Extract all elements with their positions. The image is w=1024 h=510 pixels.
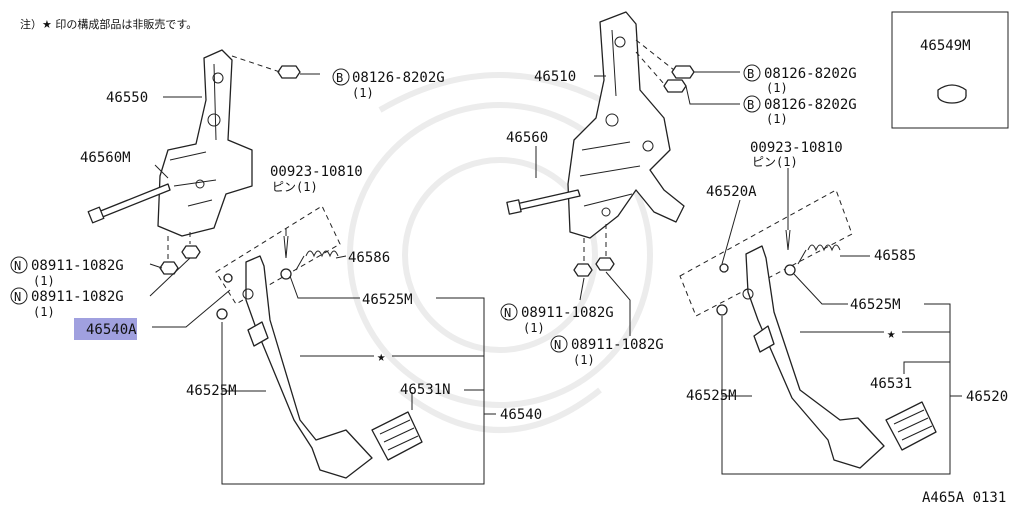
qty-08126-8202G-c: (1) [766,112,788,126]
label-46560[interactable]: 46560 [506,130,548,146]
highlight-46540A [74,318,137,340]
callout-letter-n: N [554,338,561,352]
label-46525M-b[interactable]: 46525M [186,383,237,399]
qty-08911-1082G-c: (1) [523,321,545,335]
label-46525M-a[interactable]: 46525M [362,292,413,308]
label-08126-8202G-b[interactable]: 08126-8202G [764,66,857,82]
star-marker-right: ★ [887,326,896,342]
label-08911-1082G-a[interactable]: 08911-1082G [31,258,124,274]
label-46549M[interactable]: 46549M [920,38,971,54]
callout-circle-b [332,68,350,86]
label-46520[interactable]: 46520 [966,389,1008,405]
watermark-crest [347,72,653,433]
label-46586[interactable]: 46586 [348,250,390,266]
callout-circle-n [10,256,28,274]
qty-08126-8202G-b: (1) [766,81,788,95]
label-46525M-d[interactable]: 46525M [686,388,737,404]
callout-letter-b: B [747,98,754,112]
star-marker-left: ★ [377,349,386,365]
plug-box [891,11,1009,129]
label-08911-1082G-b[interactable]: 08911-1082G [31,289,124,305]
left-pedal [216,235,423,479]
pin-sub-a: ピン(1) [272,180,318,194]
left-bracket-assembly [87,49,301,275]
callout-circle-n [550,335,568,353]
label-46540A[interactable]: 46540A [86,322,137,338]
callout-circle-b [743,95,761,113]
label-46560M[interactable]: 46560M [80,150,131,166]
label-46550[interactable]: 46550 [106,90,148,106]
callout-letter-n: N [14,259,21,273]
qty-08911-1082G-d: (1) [573,353,595,367]
callout-letter-n: N [14,290,21,304]
right-leaders [535,71,962,475]
plug-part [937,84,967,104]
label-08126-8202G-c[interactable]: 08126-8202G [764,97,857,113]
callout-letter-b: B [336,71,343,85]
diagram-code: A465A 0131 [922,490,1006,506]
label-46531[interactable]: 46531 [870,376,912,392]
qty-08911-1082G-b: (1) [33,305,55,319]
label-08126-8202G-a[interactable]: 08126-8202G [352,70,445,86]
label-46585[interactable]: 46585 [874,248,916,264]
label-46531N[interactable]: 46531N [400,382,451,398]
label-00923-10810-a[interactable]: 00923-10810 [270,164,363,180]
label-08911-1082G-c[interactable]: 08911-1082G [521,305,614,321]
callout-circle-n [10,287,28,305]
label-46540[interactable]: 46540 [500,407,542,423]
qty-08126-8202G-a: (1) [352,86,374,100]
label-46525M-c[interactable]: 46525M [850,297,901,313]
callout-circle-b [743,64,761,82]
note-text: 注）★ 印の構成部品は非販売です。 [20,17,197,31]
callout-letter-n: N [504,306,511,320]
qty-08911-1082G-a: (1) [33,274,55,288]
label-46510[interactable]: 46510 [534,69,576,85]
right-bracket-assembly [506,11,695,277]
label-00923-10810-b[interactable]: 00923-10810 [750,140,843,156]
label-08911-1082G-d[interactable]: 08911-1082G [571,337,664,353]
callout-circle-n [500,303,518,321]
pin-sub-b: ピン(1) [752,155,798,169]
label-46520A[interactable]: 46520A [706,184,757,200]
left-leaders [149,73,496,485]
right-pedal [716,229,937,469]
callout-letter-b: B [747,67,754,81]
